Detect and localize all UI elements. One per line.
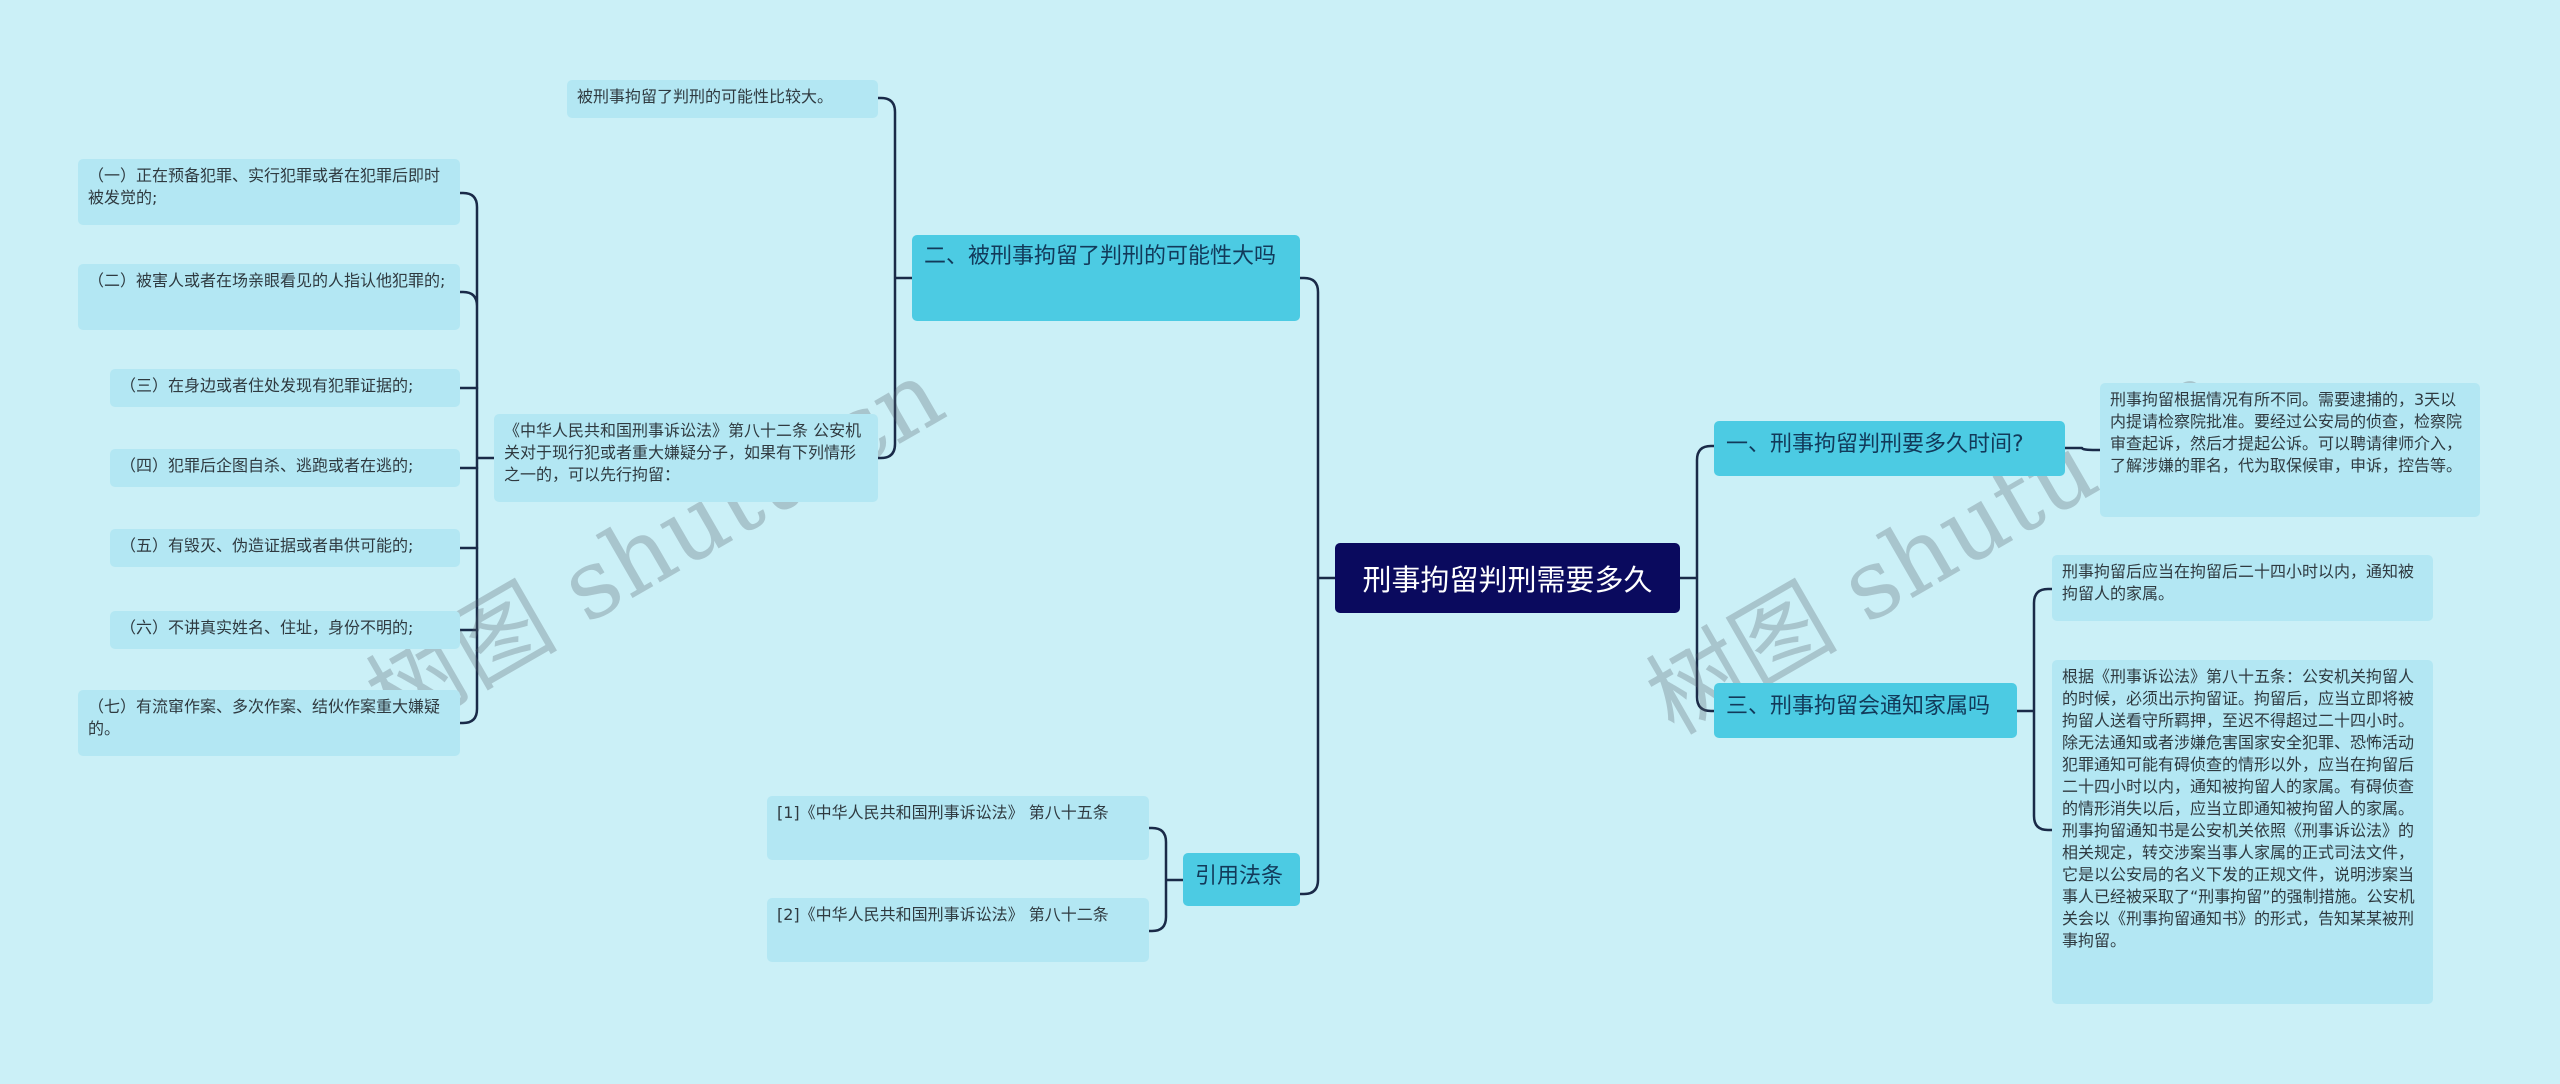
list-item-2[interactable]: （二）被害人或者在场亲眼看见的人指认他犯罪的; xyxy=(78,264,460,330)
leaf-family-law[interactable]: 根据《刑事诉讼法》第八十五条：公安机关拘留人的时候，必须出示拘留证。拘留后，应当… xyxy=(2052,660,2433,1004)
leaf-family-notice[interactable]: 刑事拘留后应当在拘留后二十四小时以内，通知被拘留人的家属。 xyxy=(2052,555,2433,621)
branch-family-notice[interactable]: 三、刑事拘留会通知家属吗 xyxy=(1714,683,2017,738)
branch-possibility[interactable]: 二、被刑事拘留了判刑的可能性大吗 xyxy=(912,235,1300,321)
list-item-6[interactable]: （六）不讲真实姓名、住址，身份不明的; xyxy=(110,611,460,649)
leaf-article-82[interactable]: 《中华人民共和国刑事诉讼法》第八十二条 公安机关对于现行犯或者重大嫌疑分子，如果… xyxy=(494,414,878,502)
leaf-possibility-summary[interactable]: 被刑事拘留了判刑的可能性比较大。 xyxy=(567,80,878,118)
root-topic[interactable]: 刑事拘留判刑需要多久 xyxy=(1335,543,1680,613)
list-item-3[interactable]: （三）在身边或者住处发现有犯罪证据的; xyxy=(110,369,460,407)
list-item-5[interactable]: （五）有毁灭、伪造证据或者串供可能的; xyxy=(110,529,460,567)
list-item-1[interactable]: （一）正在预备犯罪、实行犯罪或者在犯罪后即时被发觉的; xyxy=(78,159,460,225)
list-item-4[interactable]: （四）犯罪后企图自杀、逃跑或者在逃的; xyxy=(110,449,460,487)
branch-references[interactable]: 引用法条 xyxy=(1183,853,1300,906)
reference-item-2[interactable]: [2]《中华人民共和国刑事诉讼法》 第八十二条 xyxy=(767,898,1149,962)
reference-item-1[interactable]: [1]《中华人民共和国刑事诉讼法》 第八十五条 xyxy=(767,796,1149,860)
branch-duration[interactable]: 一、刑事拘留判刑要多久时间? xyxy=(1714,421,2065,476)
list-item-7[interactable]: （七）有流窜作案、多次作案、结伙作案重大嫌疑的。 xyxy=(78,690,460,756)
leaf-duration-detail[interactable]: 刑事拘留根据情况有所不同。需要逮捕的，3天以内提请检察院批准。要经过公安局的侦查… xyxy=(2100,383,2480,517)
